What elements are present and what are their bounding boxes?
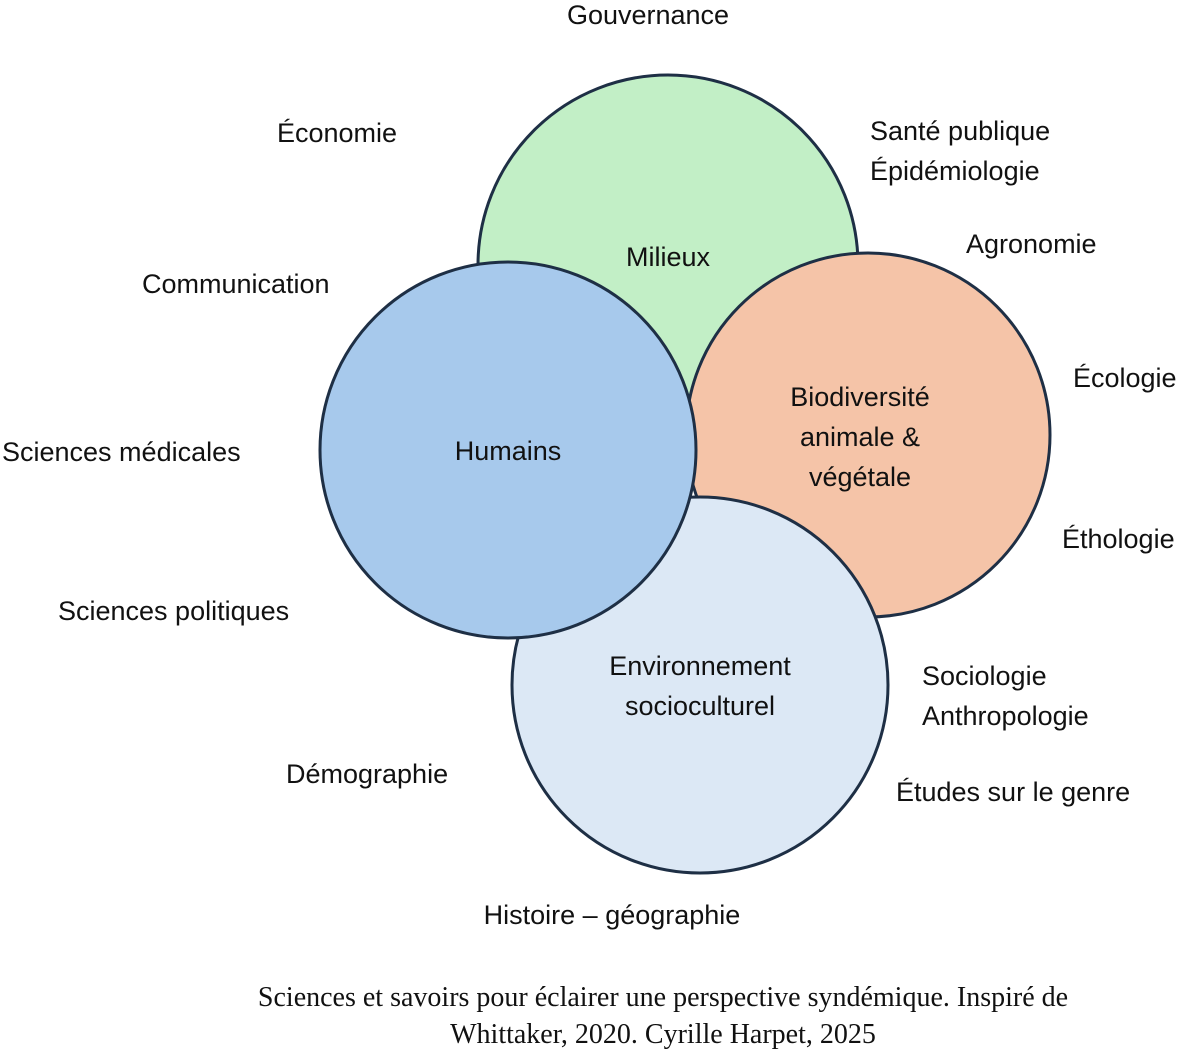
discipline-epidemiologie: Épidémiologie — [870, 156, 1040, 186]
label-biodiversite-line2: animale & — [800, 422, 920, 452]
discipline-gouvernance: Gouvernance — [567, 0, 729, 30]
discipline-ecologie: Écologie — [1073, 363, 1177, 393]
label-biodiversite-line1: Biodiversité — [790, 382, 930, 412]
discipline-sociologie: Sociologie — [922, 661, 1047, 691]
discipline-economie: Économie — [277, 118, 397, 148]
discipline-ethologie: Éthologie — [1062, 524, 1175, 554]
circle-humains — [318, 260, 698, 640]
discipline-demographie: Démographie — [286, 759, 448, 789]
discipline-sciences-medicales: Sciences médicales — [2, 437, 241, 467]
discipline-communication: Communication — [142, 269, 330, 299]
label-humains: Humains — [455, 436, 562, 466]
discipline-sciences-politiques: Sciences politiques — [58, 596, 289, 626]
label-milieux: Milieux — [626, 242, 711, 272]
discipline-etudes-genre: Études sur le genre — [896, 777, 1130, 807]
discipline-sante-publique: Santé publique — [870, 116, 1050, 146]
caption-line2: Whittaker, 2020. Cyrille Harpet, 2025 — [450, 1019, 876, 1050]
label-environnement-line2: socioculturel — [625, 691, 775, 721]
discipline-agronomie: Agronomie — [966, 229, 1097, 259]
discipline-histoire-geographie: Histoire – géographie — [484, 900, 741, 930]
caption-line1: Sciences et savoirs pour éclairer une pe… — [258, 982, 1068, 1013]
label-environnement-line1: Environnement — [609, 651, 791, 681]
discipline-anthropologie: Anthropologie — [922, 701, 1089, 731]
label-biodiversite-line3: végétale — [809, 462, 911, 492]
